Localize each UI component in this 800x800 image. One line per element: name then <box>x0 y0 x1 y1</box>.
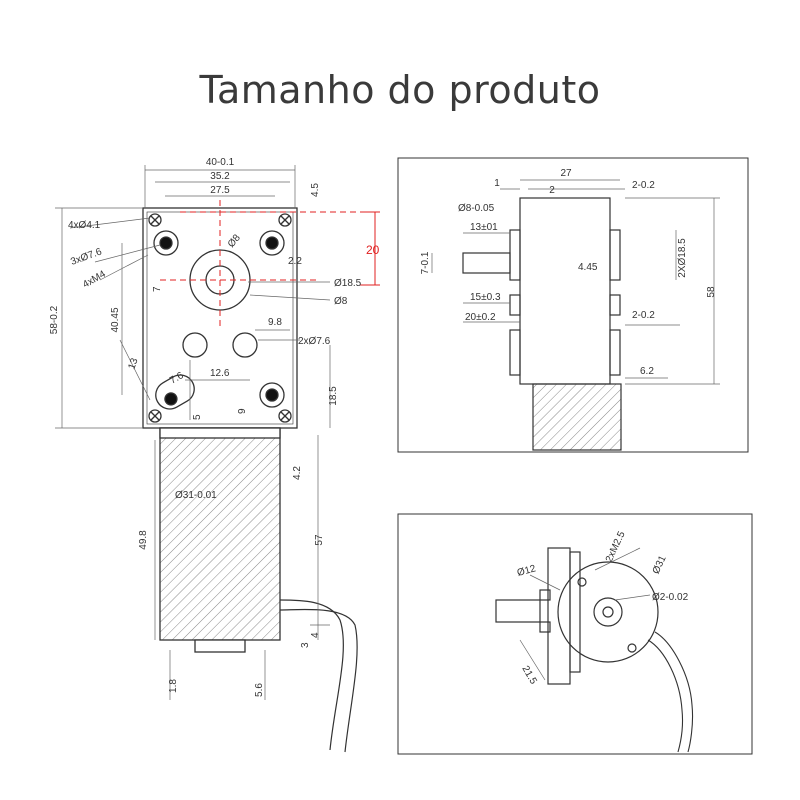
mount-hole <box>259 382 285 408</box>
dim-base-56: 5.6 <box>254 683 265 697</box>
dim-shaft-offset: 2.2 <box>288 256 302 267</box>
mid-hole <box>182 332 208 358</box>
dim-tail-3: 3 <box>300 642 311 648</box>
end-view <box>495 547 694 753</box>
side-dim-2-02: 2-0.2 <box>632 180 655 191</box>
dim-width-total: 40-0.1 <box>206 157 235 168</box>
dim-bottom-9: 9 <box>237 408 248 414</box>
corner-screw-icon <box>278 213 292 227</box>
end-view-panel <box>397 513 753 755</box>
front-view <box>142 207 358 753</box>
side-labels: 27 1 2 2-0.2 Ø8-0.05 13±01 7-0.1 4.45 2X… <box>420 168 717 377</box>
slot-hole <box>155 374 195 410</box>
side-dim-15: 15±0.3 <box>470 292 501 303</box>
dim-width-inner: 27.5 <box>210 185 230 196</box>
dim-motor-gap: 4.2 <box>292 466 303 480</box>
end-dim-2: Ø2-0.02 <box>652 592 689 603</box>
mount-hole <box>153 230 179 256</box>
dim-shaft-flat: Ø8 <box>334 296 348 307</box>
end-dimension-lines <box>519 547 651 681</box>
dim-bottom-5: 5 <box>192 414 203 420</box>
dim-diag-13: 13 <box>126 356 140 371</box>
mid-hole <box>232 332 258 358</box>
side-dim-2-02-b: 2-0.2 <box>632 310 655 321</box>
side-dim-1: 1 <box>494 178 500 189</box>
mount-hole <box>259 230 285 256</box>
side-dim-27: 27 <box>560 168 572 179</box>
end-dim-12: Ø12 <box>516 563 538 579</box>
corner-screw-icon <box>148 213 162 227</box>
side-dim-62: 6.2 <box>640 366 654 377</box>
dim-motor-diameter: Ø31-0.01 <box>175 490 217 501</box>
dim-height-total: 58-0.2 <box>49 305 60 334</box>
dim-top-offset: 4.5 <box>310 183 321 197</box>
dim-threads: 4xM4 <box>81 269 108 291</box>
dim-corner-holes: 4xØ4.1 <box>68 220 101 231</box>
front-labels: 40-0.1 35.2 27.5 4.5 4xØ4.1 3xØ7.6 4xM4 … <box>49 157 380 697</box>
dim-red-20: 20 <box>366 243 380 257</box>
dim-tail-4: 4 <box>310 632 321 638</box>
dim-base-18: 1.8 <box>168 679 179 693</box>
dim-slot: 7.6 <box>168 370 186 387</box>
side-dimension-lines <box>431 179 720 385</box>
page-title: Tamanho do produto <box>199 68 601 112</box>
dim-large-holes: 3xØ7.6 <box>69 246 103 268</box>
motor-body <box>159 427 281 641</box>
dim-shaft-bore: Ø8 <box>226 232 243 250</box>
side-dim-2x185: 2XØ18.5 <box>677 238 688 278</box>
dim-slot-spacing: 12.6 <box>210 368 230 379</box>
dim-shaft-outer: Ø18.5 <box>334 278 362 289</box>
dim-hole-spacing: 9.8 <box>268 317 282 328</box>
front-dimension-lines <box>55 165 331 700</box>
side-dim-shaft: Ø8-0.05 <box>458 203 495 214</box>
dim-motor-length: 49.8 <box>138 530 149 550</box>
dim-height-holes: 40.45 <box>110 307 121 332</box>
side-dim-7: 7-0.1 <box>420 251 431 274</box>
dim-bottom-185: 18.5 <box>328 386 339 406</box>
corner-screw-icon <box>278 409 292 423</box>
side-dim-58: 58 <box>706 286 717 298</box>
side-dim-20: 20±0.2 <box>465 312 496 323</box>
dim-two-holes: 2xØ7.6 <box>298 336 331 347</box>
dim-width-holes: 35.2 <box>210 171 230 182</box>
side-dim-2: 2 <box>549 185 555 196</box>
dim-shaft-height: 7 <box>152 286 163 292</box>
dim-motor-total: 57 <box>314 534 325 546</box>
side-dim-13: 13±01 <box>470 222 498 233</box>
side-view <box>462 197 622 451</box>
corner-screw-icon <box>148 409 162 423</box>
side-dim-445: 4.45 <box>578 262 598 273</box>
